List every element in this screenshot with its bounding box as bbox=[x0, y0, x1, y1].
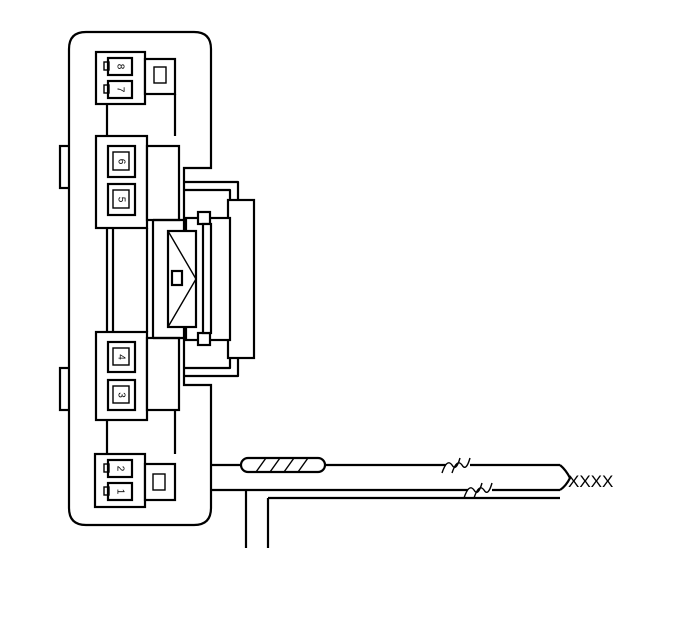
pin-terminal-4: 4 bbox=[106, 340, 137, 374]
pin-terminal-6: 6 bbox=[106, 144, 137, 179]
wire-break-lower bbox=[463, 482, 493, 499]
pin-terminal-1: 1 bbox=[103, 481, 134, 502]
pin-terminal-3: 3 bbox=[106, 378, 137, 412]
harness-wiring: XXXX bbox=[211, 456, 613, 548]
pin-terminal-2: 2 bbox=[103, 458, 134, 479]
pin-label-3: 3 bbox=[116, 392, 127, 398]
connector-latch bbox=[153, 180, 256, 378]
pin-label-2: 2 bbox=[115, 466, 126, 472]
pin-label-5: 5 bbox=[116, 197, 127, 203]
wire-end-label: XXXX bbox=[568, 472, 613, 491]
wire-break-upper bbox=[441, 457, 471, 474]
pin-label-7: 7 bbox=[115, 87, 126, 93]
wire-shield-sleeve bbox=[239, 456, 327, 474]
pin-terminal-7: 7 bbox=[103, 79, 134, 100]
pin-label-8: 8 bbox=[115, 64, 126, 70]
pin-label-4: 4 bbox=[116, 354, 127, 360]
pin-label-6: 6 bbox=[116, 159, 127, 165]
pin-label-1: 1 bbox=[115, 489, 126, 495]
pin-terminal-5: 5 bbox=[106, 182, 137, 217]
pin-terminal-8: 8 bbox=[103, 56, 134, 77]
